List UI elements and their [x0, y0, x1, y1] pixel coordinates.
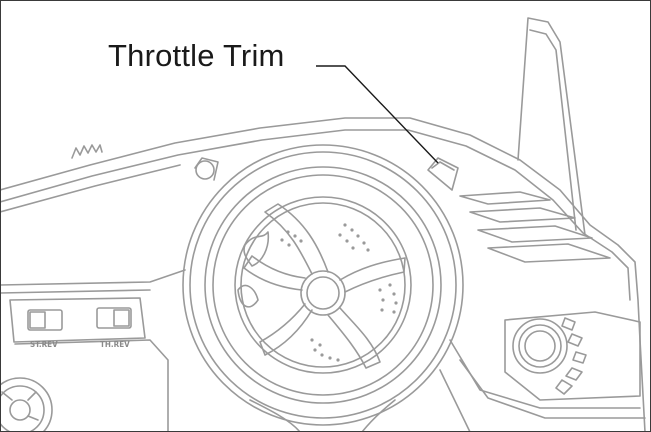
antenna	[517, 17, 586, 236]
dial-knob	[504, 311, 641, 401]
vent-slots	[459, 191, 611, 263]
switch-panel	[9, 297, 169, 432]
steering-reverse-label: ST.REV	[30, 340, 58, 349]
top-details	[71, 144, 219, 181]
throttle-trim-button	[427, 157, 459, 191]
transmitter-body	[0, 117, 646, 432]
throttle-reverse-label: TH.REV	[100, 340, 130, 349]
callout-leader	[316, 65, 439, 164]
gear-detail	[0, 377, 53, 432]
throttle-trim-label: Throttle Trim	[108, 38, 285, 73]
steering-wheel	[182, 144, 464, 426]
